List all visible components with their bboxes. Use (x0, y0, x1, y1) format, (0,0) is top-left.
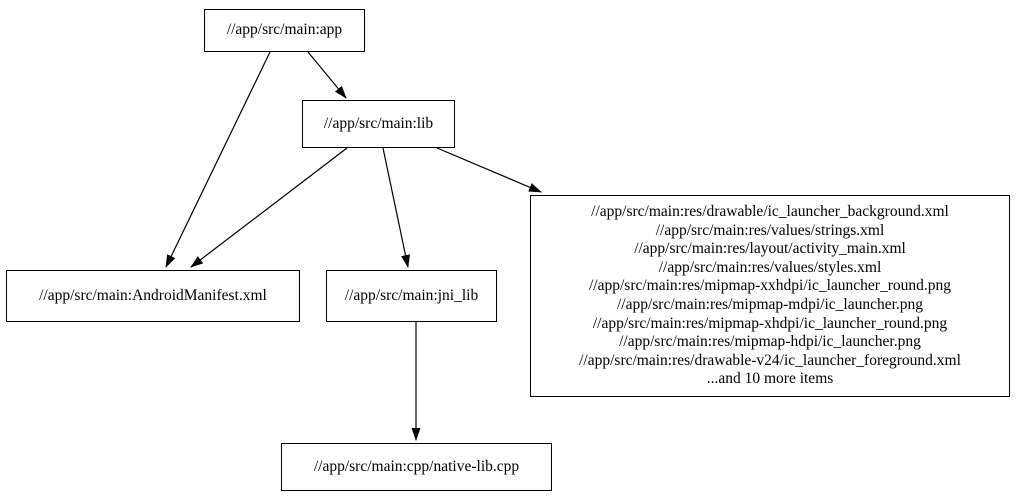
res-file-line: //app/src/main:res/layout/activity_main.… (634, 240, 906, 258)
res-file-line: //app/src/main:res/mipmap-mdpi/ic_launch… (616, 296, 924, 313)
res-file-line: //app/src/main:res/mipmap-hdpi/ic_launch… (619, 333, 921, 351)
edge-lib-to-res (436, 147, 542, 193)
res-file-line: //app/src/main:res/mipmap-xhdpi/ic_launc… (592, 314, 948, 332)
edge-lib-to-manifest (190, 147, 348, 268)
res-file-line: //app/src/main:res/drawable-v24/ic_launc… (579, 351, 961, 369)
res-file-line: //app/src/main:res/drawable/ic_launcher_… (591, 203, 949, 221)
node-android-manifest: //app/src/main:AndroidManifest.xml (6, 270, 300, 322)
node-native-cpp-label: //app/src/main:cpp/native-lib.cpp (313, 457, 520, 475)
edge-lib-to-jnilib (382, 147, 410, 268)
edge-app-to-lib (307, 51, 347, 99)
node-app-label: //app/src/main:app (226, 21, 343, 39)
res-file-line: //app/src/main:res/mipmap-xxhdpi/ic_laun… (588, 277, 951, 295)
res-file-line: //app/src/main:res/values/strings.xml (655, 221, 885, 239)
node-lib: //app/src/main:lib (302, 100, 455, 148)
node-res-file-group: //app/src/main:res/drawable/ic_launcher_… (530, 195, 1010, 397)
res-file-line-more: ...and 10 more items (706, 370, 834, 388)
node-app: //app/src/main:app (204, 9, 365, 52)
node-native-cpp: //app/src/main:cpp/native-lib.cpp (281, 443, 552, 491)
node-jni-lib: //app/src/main:jni_lib (326, 270, 497, 322)
node-android-manifest-label: //app/src/main:AndroidManifest.xml (39, 286, 267, 304)
edge-app-to-manifest (165, 51, 271, 268)
node-lib-label: //app/src/main:lib (323, 114, 434, 132)
node-jni-lib-label: //app/src/main:jni_lib (344, 286, 479, 304)
res-file-line: //app/src/main:res/values/styles.xml (658, 258, 882, 276)
